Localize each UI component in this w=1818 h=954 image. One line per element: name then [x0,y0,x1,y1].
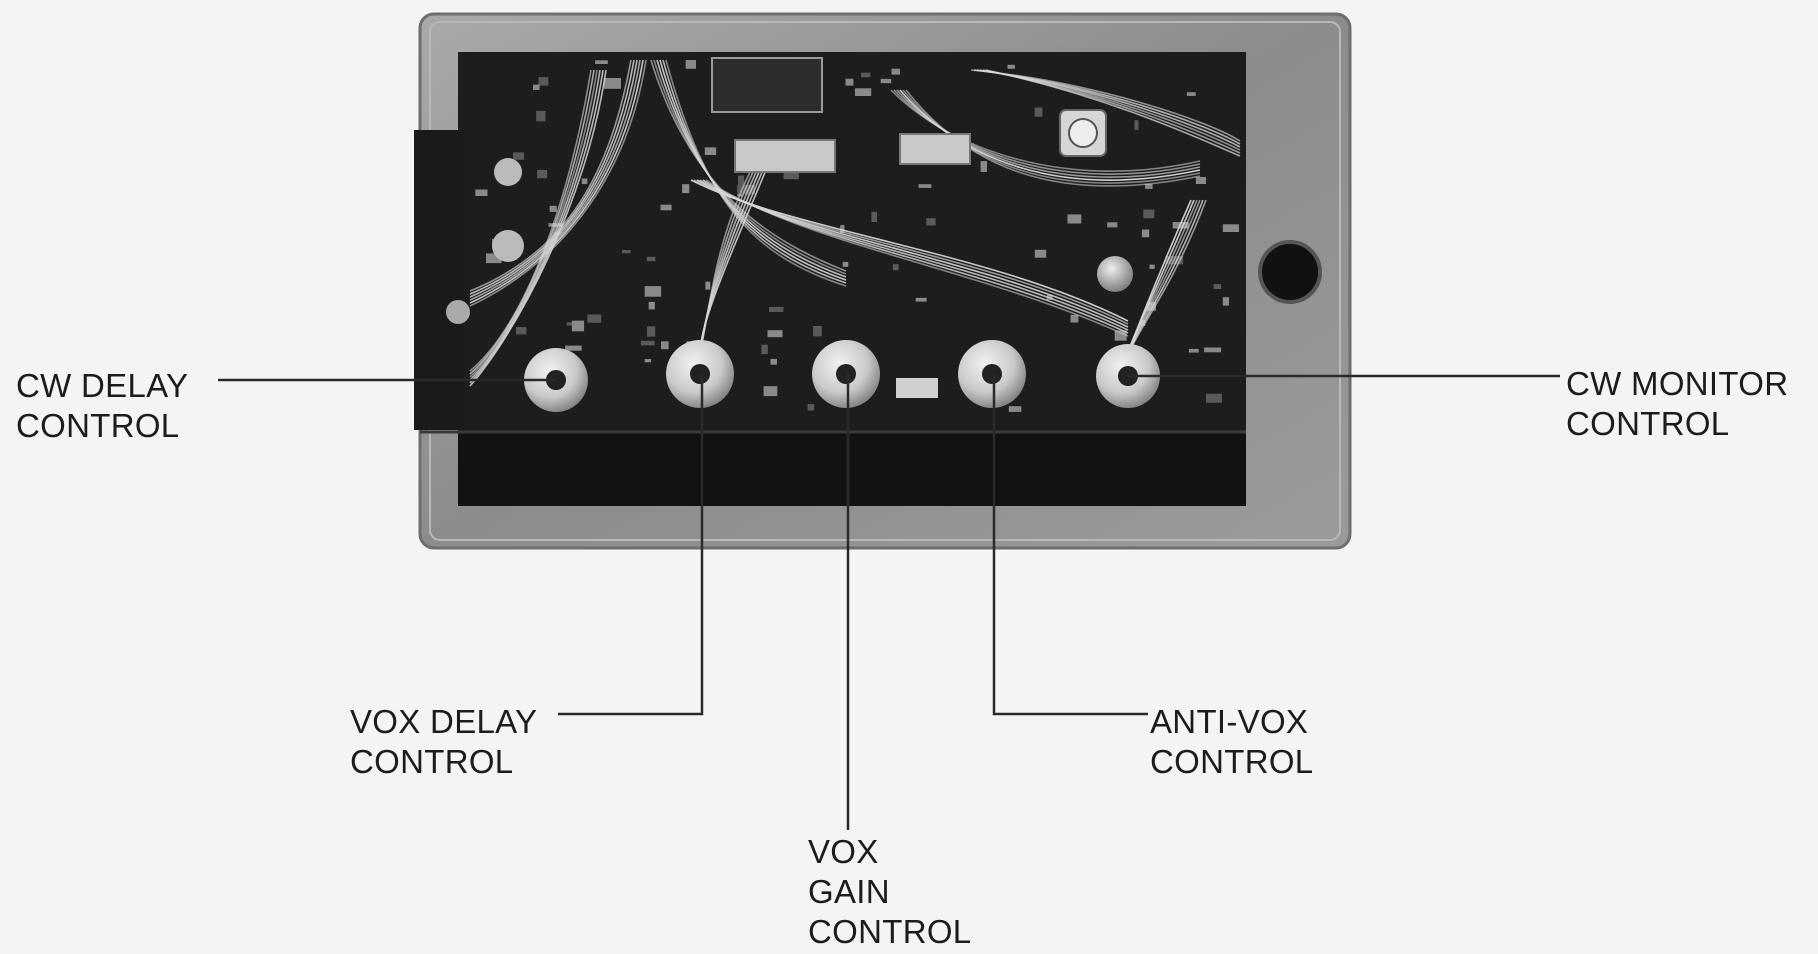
board-detail [469,59,1241,412]
vox-delay-label: VOX DELAY CONTROL [350,703,538,780]
cw-delay-label: CW DELAY CONTROL [16,367,189,444]
pot-vox-gain [812,340,880,408]
pot-vox-delay [666,340,734,408]
vox-gain-label: VOX GAIN CONTROL [808,833,972,950]
chassis-hole [1258,240,1322,304]
leader-vox-delay [558,374,704,716]
pot-anti-vox [958,340,1026,408]
cw-monitor-label: CW MONITOR CONTROL [1566,365,1789,442]
leader-anti-vox [992,374,1148,716]
anti-vox-label: ANTI-VOX CONTROL [1150,703,1314,780]
